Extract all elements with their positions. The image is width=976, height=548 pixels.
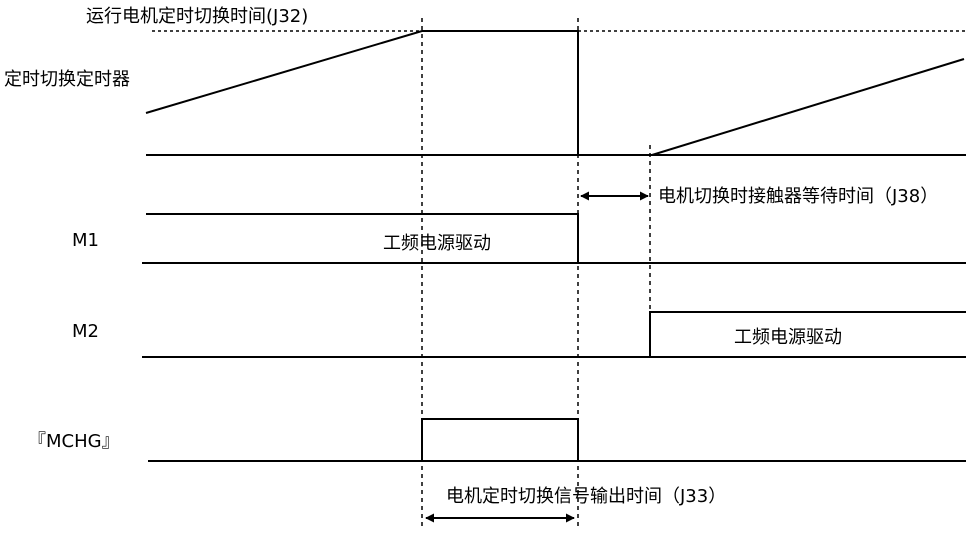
mchg-pulse [421, 418, 579, 461]
signal-output-label: 电机定时切换信号输出时间（J33） [446, 486, 727, 507]
m1-drive-label: 工频电源驱动 [383, 233, 491, 254]
run-switch-time-label: 运行电机定时切换时间(J32) [86, 6, 309, 27]
mchg-label: 『MCHG』 [28, 431, 120, 452]
contactor-wait-label: 电机切换时接触器等待时间（J38） [658, 186, 939, 207]
m2-signal-high [649, 311, 966, 357]
timer-ramp-1 [145, 30, 579, 155]
timer-ramp-2 [651, 58, 965, 156]
m1-label: M1 [72, 230, 99, 251]
switch-timer-label: 定时切换定时器 [4, 69, 130, 90]
m2-label: M2 [72, 321, 99, 342]
m2-drive-label: 工频电源驱动 [734, 327, 842, 348]
m1-signal-high [146, 213, 579, 263]
